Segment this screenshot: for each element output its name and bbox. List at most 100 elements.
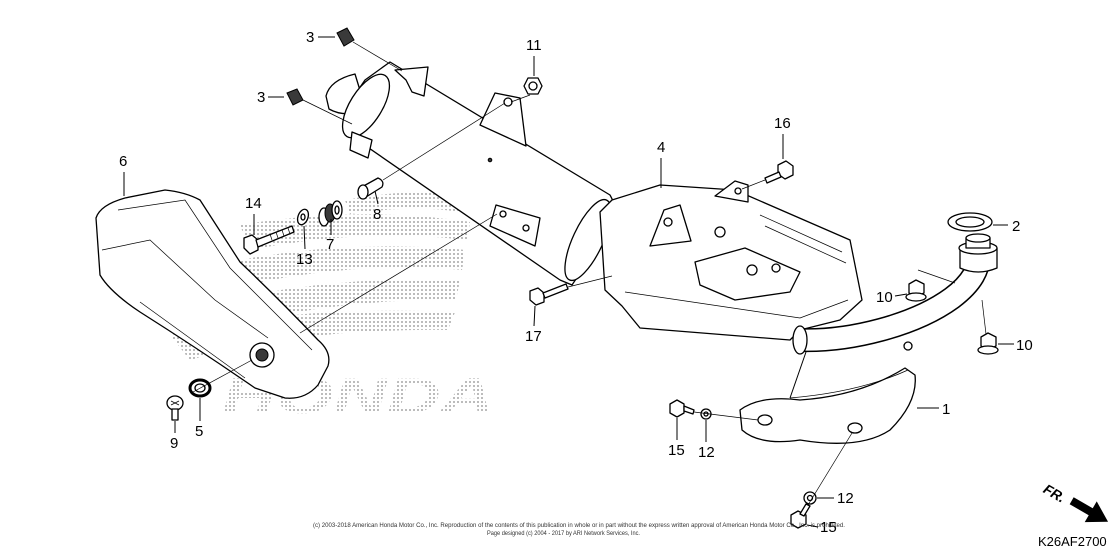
wing-feather [215, 246, 465, 290]
bracket-hole [503, 97, 513, 107]
assembly-line [299, 213, 498, 334]
screw-9-cross [170, 400, 180, 406]
cover-ridge [101, 239, 269, 339]
nut-11-bore [528, 81, 538, 91]
shield-mount-hole [847, 422, 863, 434]
bolt-15a-head [669, 399, 685, 418]
washer-13-bore [300, 213, 306, 221]
callout-15: 15 [820, 519, 837, 536]
callout-10: 10 [876, 289, 893, 306]
assembly-line [382, 102, 506, 181]
chamber-boss-hole [663, 217, 673, 227]
bolt-14-shaft [255, 225, 295, 248]
shield-edge [789, 369, 909, 399]
shield-mount-hole [757, 414, 773, 426]
copyright-line: Page designed (c) 2004 - 2017 by ARI Net… [487, 531, 640, 537]
callout-8: 8 [373, 206, 381, 223]
cover-mount-hole-inner [255, 348, 269, 362]
chamber-lip [624, 291, 849, 319]
callout-4: 4 [657, 139, 665, 156]
shield-body [739, 367, 916, 444]
pipe-collar-top [965, 233, 991, 243]
callout-16: 16 [774, 115, 791, 132]
callout-3-cap: 3 [257, 89, 265, 106]
assembly-line [510, 94, 531, 103]
callout-3-cap: 3 [306, 29, 314, 46]
muffler-top-bracket [394, 66, 429, 97]
leader-line [533, 305, 536, 327]
bolt-17-head [529, 287, 545, 306]
callout-15: 15 [668, 442, 685, 459]
bolt-17-shaft [542, 283, 569, 299]
callout-10: 10 [1016, 337, 1033, 354]
wing-feather [240, 214, 470, 250]
exhaust-gasket [947, 212, 993, 232]
exhaust-pipe [789, 233, 998, 399]
callout-7: 7 [326, 236, 334, 253]
callout-12: 12 [698, 444, 715, 461]
bracket-hole [499, 210, 507, 218]
pipe-bracket-hole [903, 341, 913, 351]
callout-2: 2 [1012, 218, 1020, 235]
callout-11: 11 [526, 37, 542, 54]
muffler-cap-3a [336, 27, 355, 47]
chamber-hole [771, 263, 781, 273]
bolt-15a-shaft [683, 405, 695, 415]
callout-13: 13 [296, 251, 313, 268]
assembly-line [567, 275, 613, 288]
assembly-lines [192, 41, 987, 506]
callout-17: 17 [525, 328, 542, 345]
cover-ridge [117, 199, 313, 351]
front-arrow-icon [1069, 497, 1109, 523]
gasket-inner [955, 216, 985, 228]
cover-fold [139, 301, 246, 379]
assembly-line [981, 299, 987, 335]
bolt-16-shaft [764, 171, 782, 184]
bracket-hole [522, 224, 530, 232]
front-label: FR. [1041, 481, 1069, 506]
muffler-mount-bracket [479, 92, 527, 147]
bolt-14-head [243, 234, 259, 255]
copyright-line: (c) 2003-2018 American Honda Motor Co., … [313, 523, 845, 529]
collar-7-bore [334, 205, 340, 215]
muffler-protector-cover [95, 189, 330, 399]
leader-line [806, 524, 819, 528]
bolt-15b-shaft [799, 503, 811, 517]
pipe-heat-shield [739, 367, 916, 444]
nut-10b-flange [977, 345, 999, 355]
chamber-rib [759, 214, 843, 253]
assembly-line [352, 41, 403, 72]
muffler-chamber [599, 180, 863, 341]
assembly-line [741, 179, 766, 190]
muffler [325, 61, 616, 286]
leader-line [374, 190, 379, 205]
collar-8-flange [357, 184, 369, 200]
callout-1: 1 [942, 401, 950, 418]
front-direction-indicator: FR. [1041, 481, 1109, 523]
chamber-tab [714, 180, 749, 203]
bolt-14-thread [269, 227, 291, 241]
nut-10a-flange [905, 292, 927, 302]
muffler-cap-3b [286, 88, 304, 106]
callout-12: 12 [837, 490, 854, 507]
pipe-chamber-collar [792, 325, 808, 355]
figure-code: K26AF2700 [1038, 534, 1107, 549]
muffler-rivet [487, 157, 493, 163]
callout-14: 14 [245, 195, 262, 212]
screw-9-shaft [171, 408, 179, 421]
callout-5: 5 [195, 423, 203, 440]
chamber-hole [714, 226, 726, 238]
leader-line [894, 293, 908, 297]
callout-9: 9 [170, 435, 178, 452]
callout-6: 6 [119, 153, 127, 170]
callouts: 3 3 11 16 4 6 14 13 7 8 2 10 10 17 1 9 5… [119, 29, 1033, 536]
assembly-line [302, 99, 353, 125]
assembly-line [917, 269, 956, 284]
chamber-raised-panel [694, 247, 801, 301]
assembly-line [807, 432, 853, 506]
muffler-strap [349, 131, 373, 159]
shield-stay [789, 351, 807, 399]
chamber-hole [746, 264, 758, 276]
washer-12b-bore [806, 494, 814, 502]
